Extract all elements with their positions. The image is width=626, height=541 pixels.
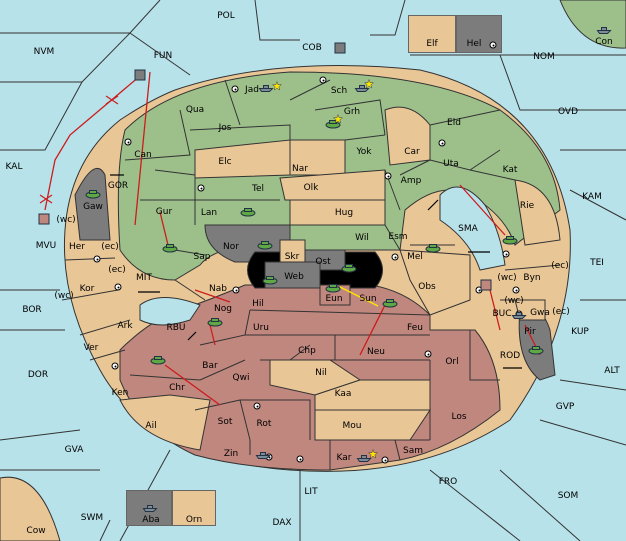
supply-center (475, 286, 483, 294)
order-arrows (44, 71, 541, 406)
lake-rbu (139, 297, 201, 326)
supply-center (384, 172, 392, 180)
supply-center (197, 184, 205, 192)
supply-center (114, 283, 122, 291)
supply-center (319, 76, 327, 84)
supply-center (381, 456, 389, 464)
legend-tile-elf (408, 15, 456, 53)
order-double-arrows (110, 174, 522, 369)
supply-center (265, 453, 273, 461)
order-yellow (339, 286, 379, 307)
supply-center (93, 255, 101, 263)
region-nar[interactable] (289, 139, 346, 176)
red-borders (129, 309, 500, 470)
supply-center (424, 350, 432, 358)
region-rie[interactable] (514, 179, 561, 246)
supply-center (296, 455, 304, 463)
supply-center (124, 138, 132, 146)
order-crosses (39, 95, 119, 204)
supply-center (515, 310, 523, 318)
region-hug[interactable] (289, 199, 386, 226)
legend-tile-orn (172, 490, 216, 526)
region-skr-tile (279, 239, 306, 263)
supply-center (489, 41, 497, 49)
region-gaw[interactable] (74, 167, 111, 241)
supply-center (231, 85, 239, 93)
region-mou[interactable] (314, 409, 431, 441)
region-car[interactable] (384, 106, 431, 166)
supply-center (438, 139, 446, 147)
green-borders (124, 79, 516, 256)
supply-center (111, 362, 119, 370)
supply-center (502, 250, 510, 258)
region-web-tile (264, 261, 321, 289)
supply-center (253, 402, 261, 410)
supply-center (391, 253, 399, 261)
region-eun-tile (319, 284, 351, 306)
supply-center (512, 286, 520, 294)
supply-center (232, 286, 240, 294)
region-obs[interactable] (399, 249, 471, 316)
lake-sma (439, 186, 506, 271)
legend-tile-aba (126, 490, 172, 526)
region-ail[interactable] (119, 394, 211, 451)
